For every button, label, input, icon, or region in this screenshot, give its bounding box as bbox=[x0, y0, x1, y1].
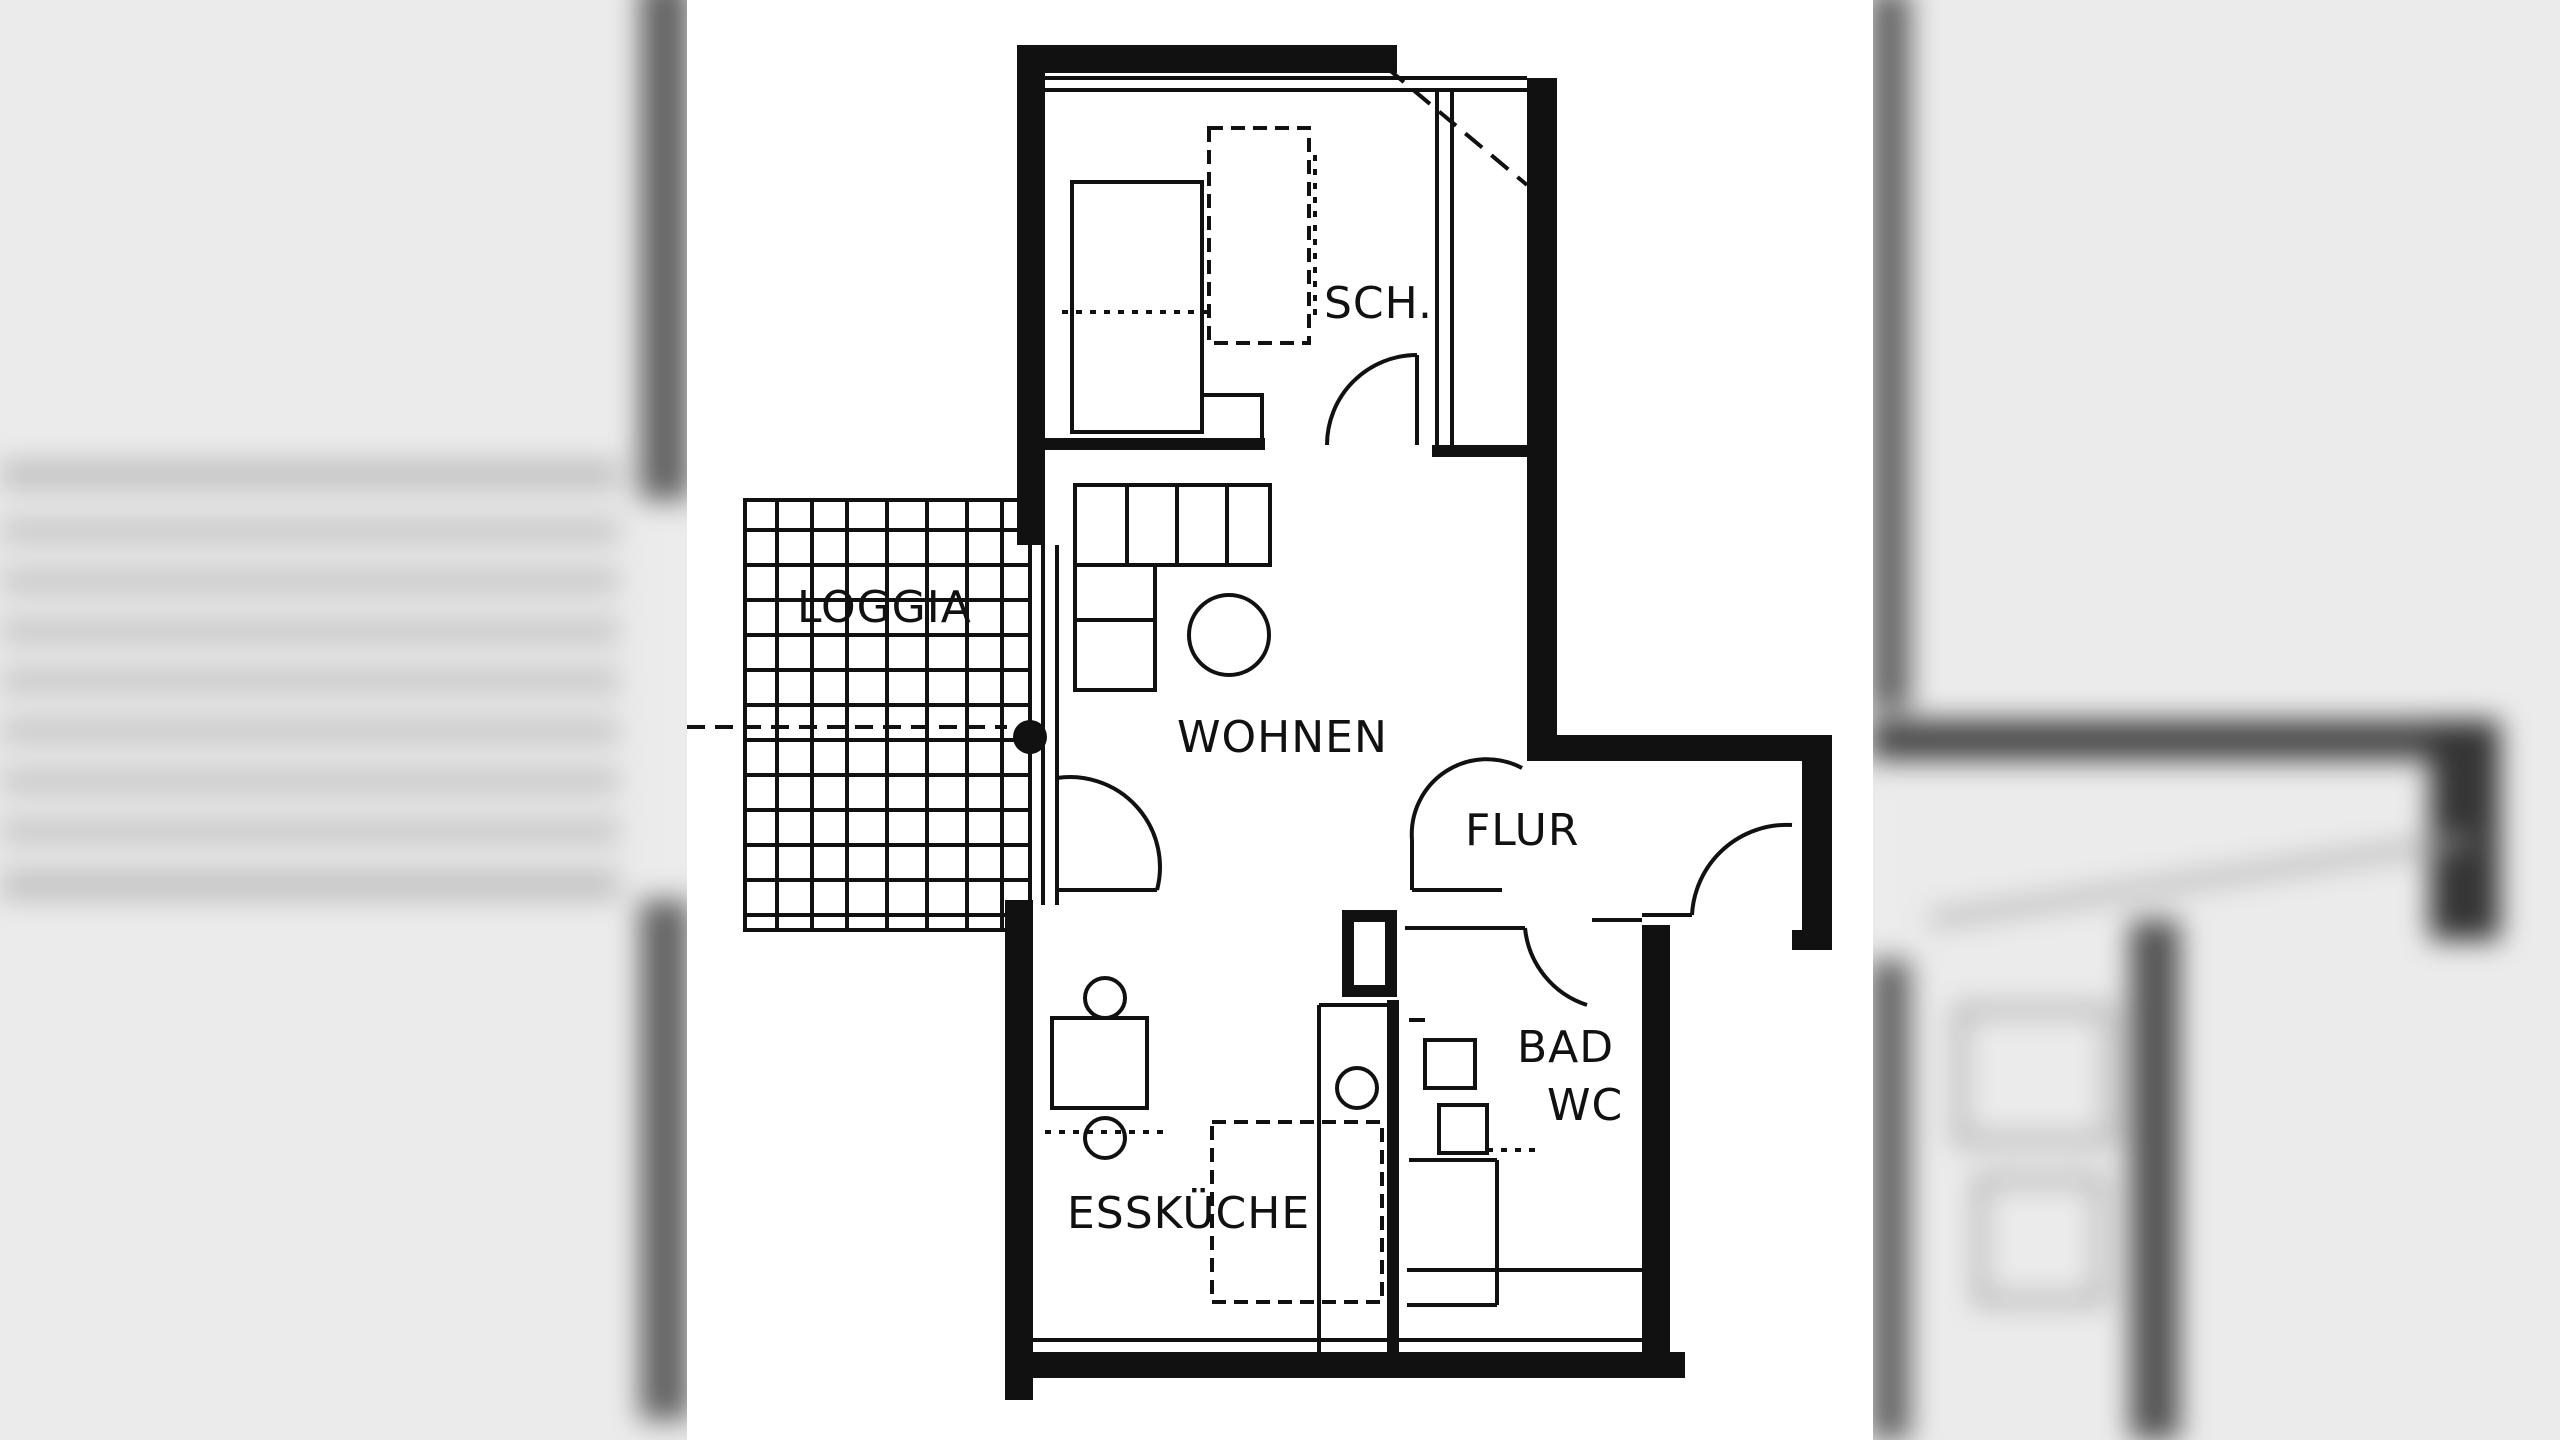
chair-icon-2 bbox=[1083, 1116, 1127, 1160]
thin-lines bbox=[687, 66, 1793, 1355]
room-label-wohnen: WOHNEN bbox=[1177, 712, 1388, 763]
room-label-wc: WC bbox=[1547, 1080, 1623, 1131]
blurred-background-right bbox=[1870, 0, 2560, 1440]
walls bbox=[1005, 45, 1832, 1400]
room-label-sch: SCH. bbox=[1324, 278, 1433, 329]
toilet-icon bbox=[1437, 1103, 1489, 1155]
room-label-flur: FLUR bbox=[1465, 805, 1579, 856]
blurred-background-left bbox=[0, 0, 690, 1440]
floor-plan: SCH. LOGGIA WOHNEN FLUR BAD WC ESSKÜCHE bbox=[687, 0, 1873, 1440]
room-label-bad: BAD bbox=[1517, 1022, 1614, 1073]
wall-bottom bbox=[1005, 1352, 1685, 1378]
door-arc-entry bbox=[1409, 757, 1523, 841]
door-arc-bath bbox=[1523, 927, 1588, 1007]
sofa-icon bbox=[1073, 483, 1272, 567]
room-label-loggia: LOGGIA bbox=[797, 582, 972, 633]
wall-east-upper bbox=[1527, 78, 1557, 743]
room-label-esskueche: ESSKÜCHE bbox=[1067, 1187, 1310, 1239]
wall-bedroom-left bbox=[1017, 45, 1045, 545]
door-arc-bedroom bbox=[1325, 353, 1418, 446]
coffee-table-icon bbox=[1187, 593, 1271, 677]
door-arc-flur bbox=[1690, 822, 1793, 916]
chair-icon bbox=[1083, 976, 1127, 1020]
desk-icon bbox=[1207, 126, 1311, 345]
washbasin-icon bbox=[1423, 1038, 1477, 1090]
bed-icon bbox=[1070, 180, 1204, 434]
door-arc-loggia bbox=[1056, 775, 1162, 891]
sink-icon bbox=[1335, 1066, 1379, 1110]
